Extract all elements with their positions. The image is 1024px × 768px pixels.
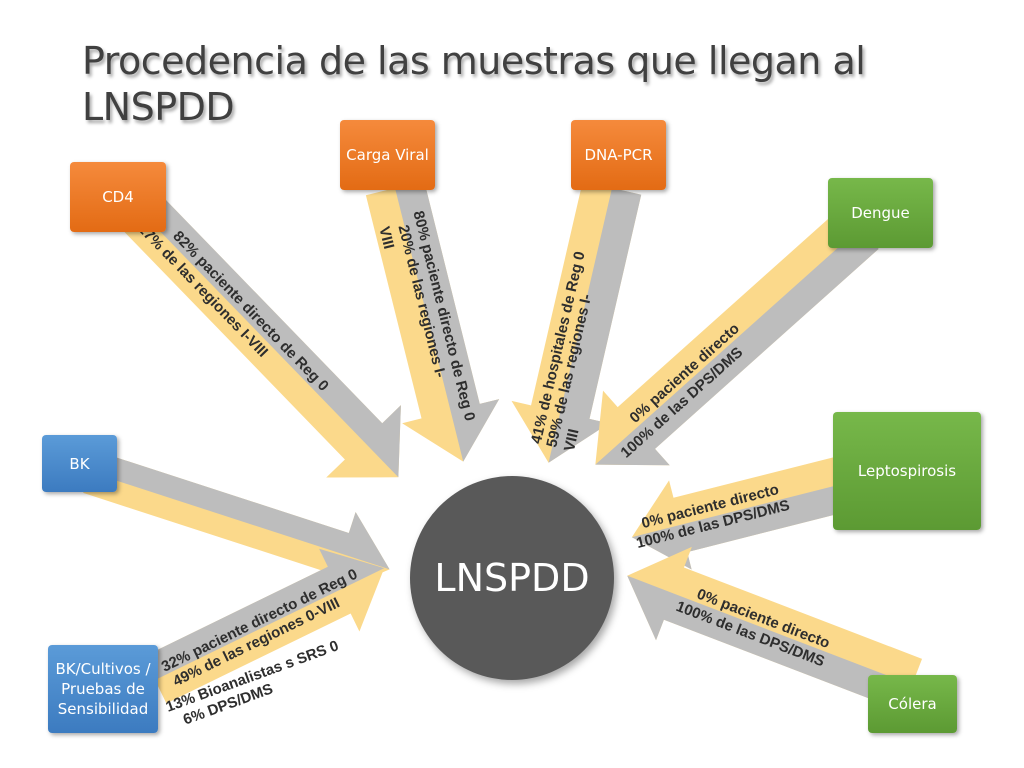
arrow-bk xyxy=(83,451,390,596)
center-node-lnspdd: LNSPDD xyxy=(410,476,614,680)
source-box-colera[interactable]: Cólera xyxy=(868,675,957,733)
source-box-bk-cultivos[interactable]: BK/Cultivos / Pruebas de Sensibilidad xyxy=(48,645,158,733)
source-box-leptospirosis[interactable]: Leptospirosis xyxy=(833,412,981,530)
cd4-line1: 82% paciente directo de Reg 0 xyxy=(169,228,331,395)
source-box-dengue[interactable]: Dengue xyxy=(828,178,933,248)
source-box-dna-pcr[interactable]: DNA-PCR xyxy=(571,120,666,190)
dnapcr-line3: VIII xyxy=(561,427,583,453)
slide-title: Procedencia de las muestras que llegan a… xyxy=(82,39,866,129)
source-box-cd4[interactable]: CD4 xyxy=(70,162,166,232)
source-box-bk[interactable]: BK xyxy=(42,435,117,492)
carga-line3: VIII xyxy=(375,225,397,251)
source-box-carga-viral[interactable]: Carga Viral xyxy=(340,120,435,190)
arrow-leptospirosis: 0% paciente directo 100% de las DPS/DMS xyxy=(631,454,857,570)
